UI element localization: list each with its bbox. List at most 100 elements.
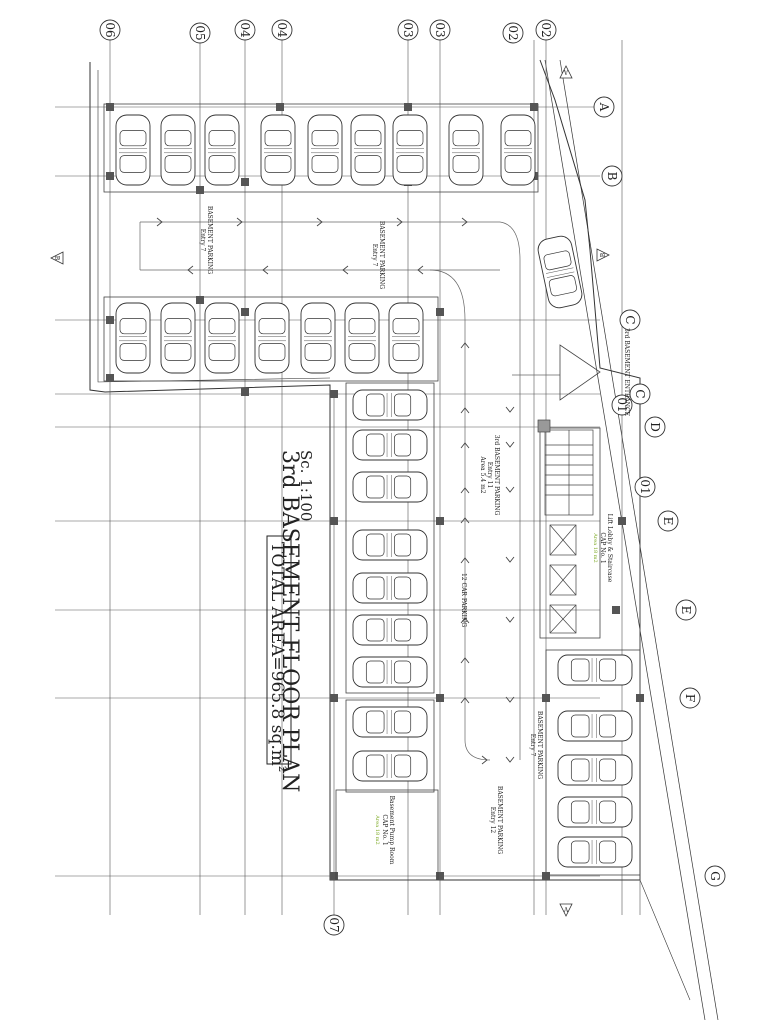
lift-lobby-note: Lift Lobby & Staircase CAP No. 1 Area 18… xyxy=(592,514,613,583)
svg-text:A: A xyxy=(597,102,611,112)
car xyxy=(352,471,428,503)
svg-text:Entry 7: Entry 7 xyxy=(529,734,536,757)
svg-text:01: 01 xyxy=(638,479,652,494)
pump-room xyxy=(335,789,439,881)
direction-chevron xyxy=(460,487,470,494)
grid-bubble-row: C xyxy=(619,309,641,331)
ramp-car xyxy=(537,235,583,309)
structural-column xyxy=(436,694,444,702)
direction-chevron xyxy=(505,616,515,623)
horizontal-grid-lines xyxy=(55,106,600,877)
direction-chevron xyxy=(187,265,194,275)
direction-chevron xyxy=(460,442,470,449)
direction-chevron xyxy=(461,217,468,227)
car xyxy=(557,754,633,786)
parking-note-2: BASEMENT PARKING Entry 7 xyxy=(371,221,385,289)
grid-bubble-row: D xyxy=(644,416,666,438)
direction-chevron xyxy=(460,517,470,524)
car xyxy=(254,302,290,374)
structural-column xyxy=(330,694,338,702)
grid-bubble-row: C xyxy=(629,383,651,405)
lift-shafts xyxy=(549,524,577,634)
structural-column xyxy=(330,517,338,525)
parking-bay-outline xyxy=(103,103,641,876)
direction-chevron xyxy=(417,265,424,275)
car xyxy=(300,302,336,374)
grid-bubble-column: 06 xyxy=(99,19,121,41)
entrance-note: 3rd BASEMENT ENTRANCE xyxy=(623,328,630,416)
svg-text:BASEMENT PARKING: BASEMENT PARKING xyxy=(496,786,503,854)
svg-text:01: 01 xyxy=(615,397,629,412)
direction-chevron xyxy=(460,557,470,564)
grid-bubble-row: E xyxy=(675,599,697,621)
structural-column xyxy=(530,103,538,111)
svg-text:Area 5.4 m2: Area 5.4 m2 xyxy=(479,455,486,493)
svg-text:Entry 12: Entry 12 xyxy=(489,807,496,834)
car xyxy=(344,302,380,374)
direction-chevron xyxy=(396,217,403,227)
structural-column xyxy=(636,694,644,702)
svg-text:Area 18 m2: Area 18 m2 xyxy=(374,814,380,844)
svg-text:05: 05 xyxy=(193,25,207,40)
grid-bubble-column: 03 xyxy=(397,19,419,41)
structural-column xyxy=(106,103,114,111)
grid-bubble-row: G xyxy=(704,865,726,887)
svg-text:A: A xyxy=(563,68,569,75)
structural-column xyxy=(241,178,249,186)
direction-chevron xyxy=(505,441,515,448)
svg-text:02: 02 xyxy=(539,22,553,37)
direction-chevron xyxy=(505,486,515,493)
direction-chevron xyxy=(505,696,515,703)
grid-bubble-row: E xyxy=(657,510,679,532)
direction-chevron xyxy=(262,265,269,275)
direction-arrows xyxy=(156,217,515,765)
structural-column xyxy=(612,606,620,614)
car xyxy=(557,836,633,868)
svg-text:C: C xyxy=(623,315,637,324)
parking-note-4: BASEMENT PARKING Entry 7 xyxy=(529,711,543,779)
svg-text:Basement Pump Room: Basement Pump Room xyxy=(388,796,395,865)
svg-text:B: B xyxy=(53,256,60,261)
svg-text:CAP No. 1: CAP No. 1 xyxy=(599,532,606,563)
structural-column xyxy=(106,374,114,382)
grid-bubble-column: 04 xyxy=(234,19,256,41)
grid-bubble-column: 01 xyxy=(611,394,633,416)
svg-text:06: 06 xyxy=(103,22,117,37)
direction-chevron xyxy=(460,407,470,414)
svg-text:3rd BASEMENT PARKING: 3rd BASEMENT PARKING xyxy=(493,435,500,516)
structural-column xyxy=(106,172,114,180)
direction-chevron xyxy=(505,756,515,763)
car xyxy=(537,235,583,309)
structural-column xyxy=(542,872,550,880)
structural-column xyxy=(241,308,249,316)
direction-chevron xyxy=(460,617,470,624)
direction-chevron xyxy=(460,657,470,664)
grid-bubble-column: 02 xyxy=(502,22,524,44)
svg-text:Entry 7: Entry 7 xyxy=(199,229,206,252)
car xyxy=(115,302,151,374)
grid-bubble-column: 01 xyxy=(634,476,656,498)
svg-text:12 CAR PARKING: 12 CAR PARKING xyxy=(460,573,467,627)
direction-chevron xyxy=(342,265,349,275)
direction-chevron xyxy=(156,217,163,227)
car xyxy=(557,796,633,828)
svg-text:04: 04 xyxy=(275,22,289,38)
ramp-note: 12 CAR PARKING xyxy=(460,573,467,627)
svg-text:BASEMENT PARKING: BASEMENT PARKING xyxy=(206,206,213,274)
parking-note-3: 3rd BASEMENT PARKING Entry 11 Area 5.4 m… xyxy=(479,435,500,516)
structural-column xyxy=(404,103,412,111)
car xyxy=(352,572,428,604)
car xyxy=(352,614,428,646)
car xyxy=(350,114,386,186)
car xyxy=(557,654,633,686)
svg-text:Entry 7: Entry 7 xyxy=(371,244,378,267)
svg-text:G: G xyxy=(708,871,722,881)
grid-bubble-row: A xyxy=(593,96,615,118)
direction-chevron xyxy=(460,697,470,704)
structural-column xyxy=(241,388,249,396)
svg-text:03: 03 xyxy=(401,22,415,37)
grid-bubble-column: 03 xyxy=(429,19,451,41)
svg-text:C: C xyxy=(633,389,647,398)
car xyxy=(500,114,536,186)
